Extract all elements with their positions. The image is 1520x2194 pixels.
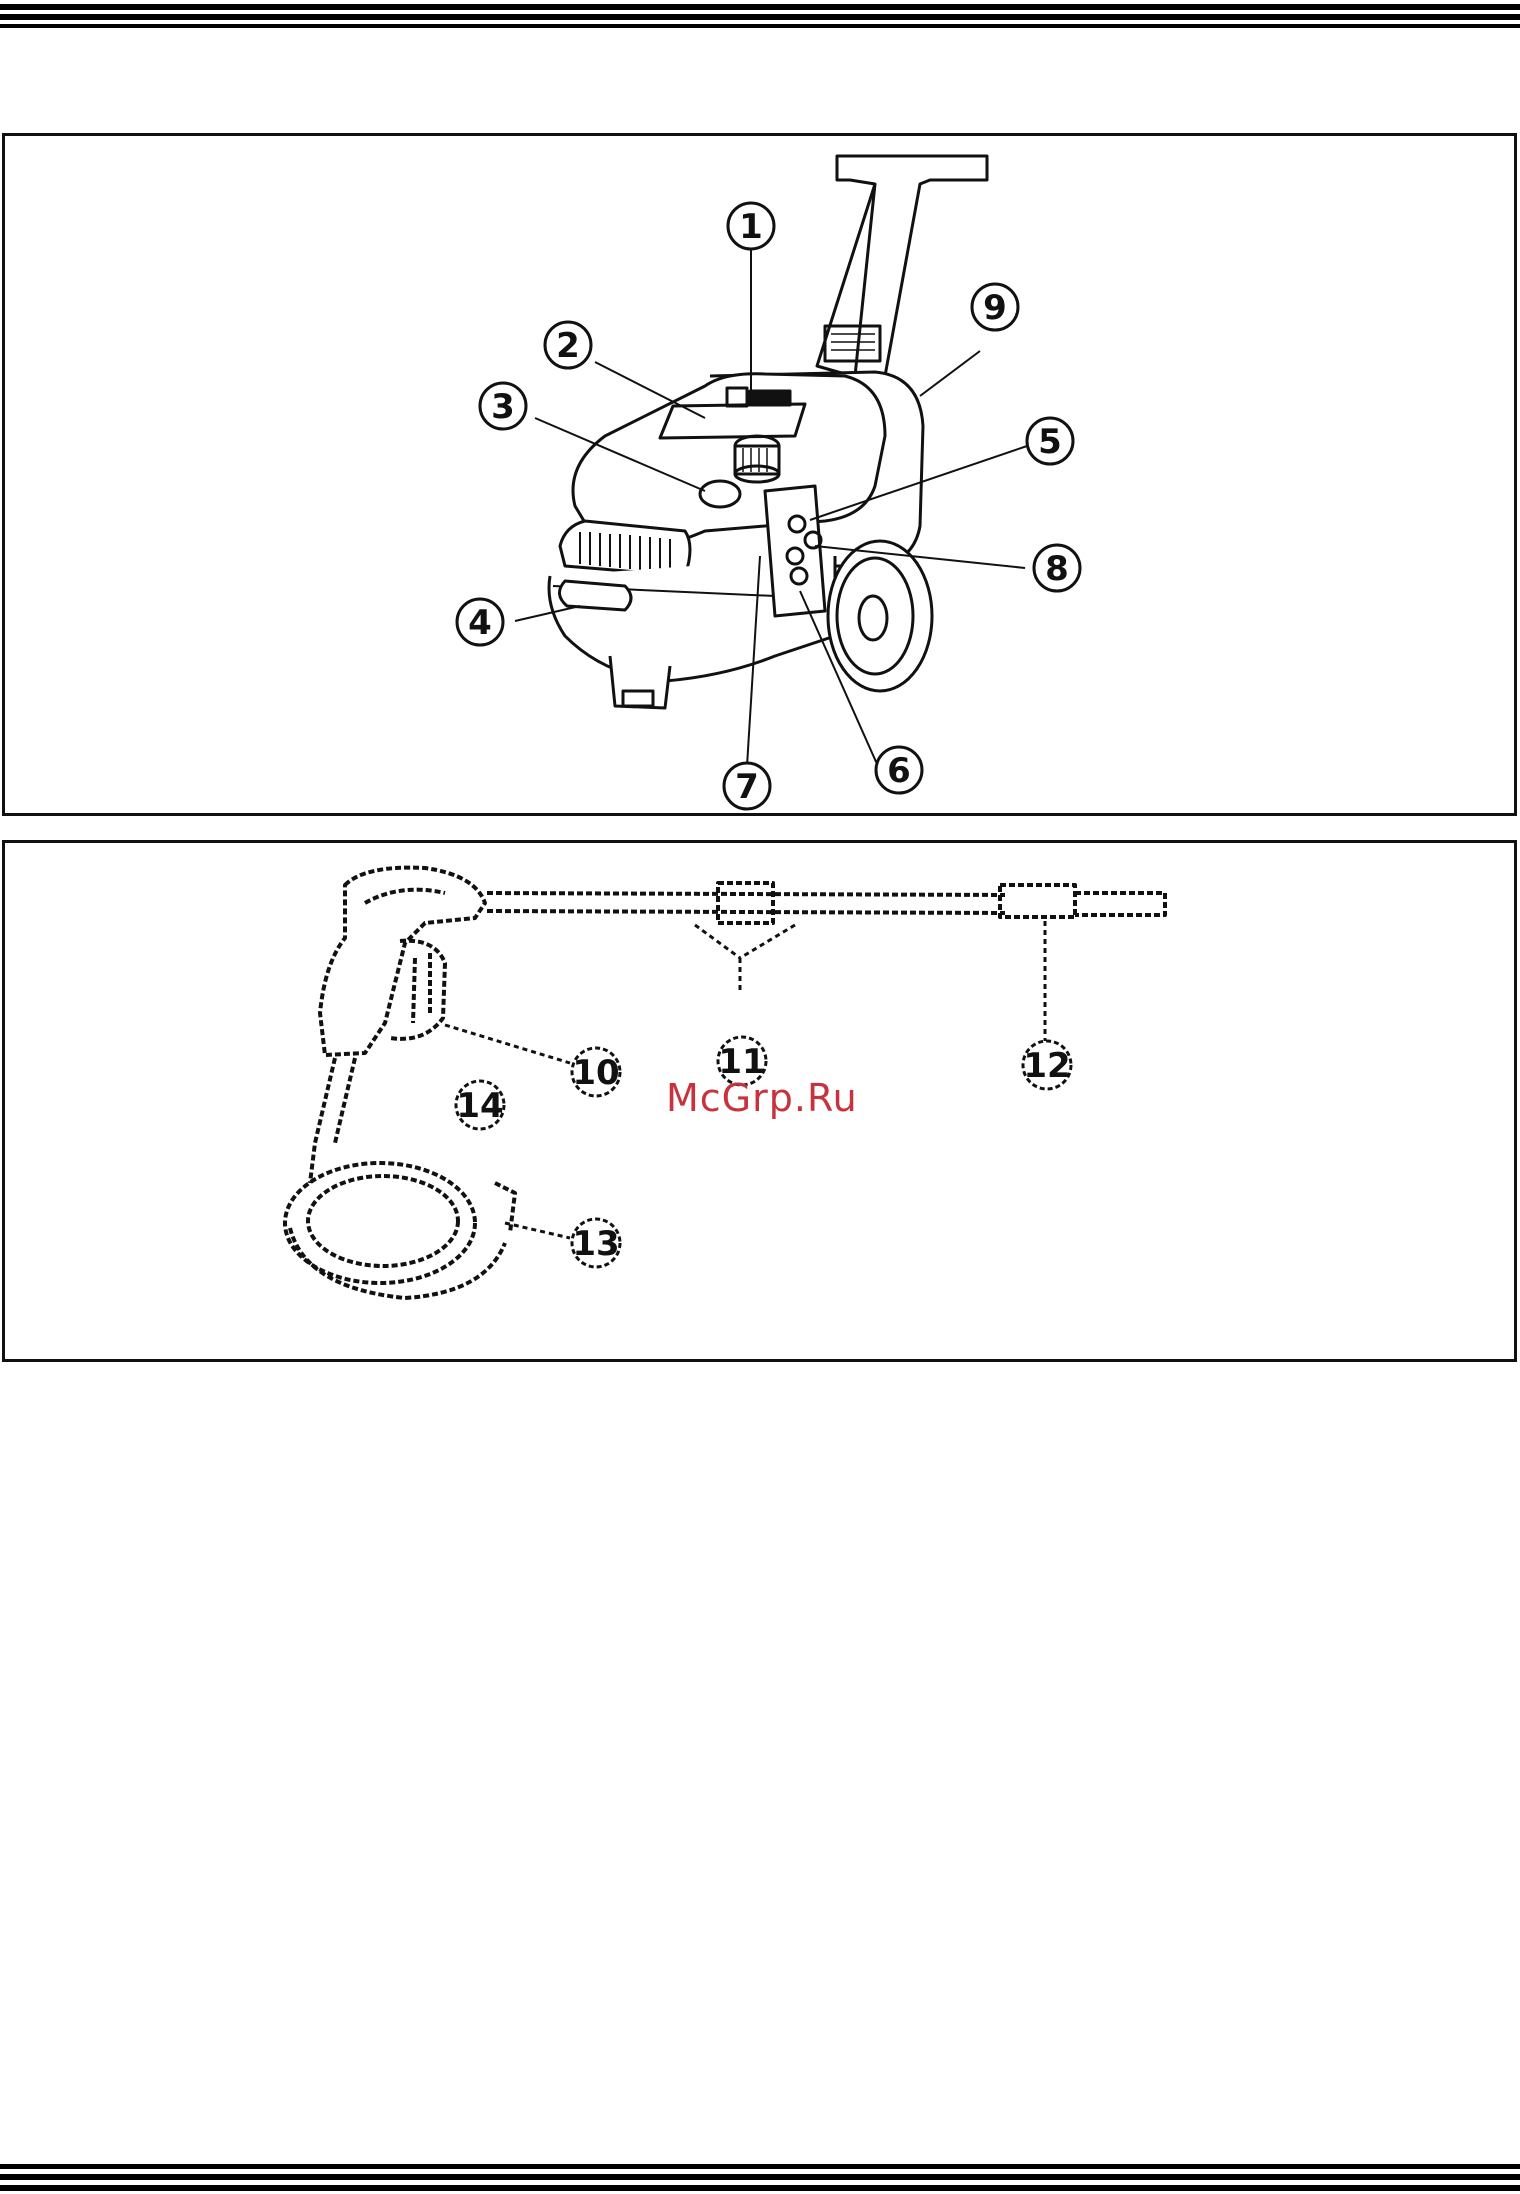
callout-4: 4 xyxy=(457,599,503,645)
callout-6: 6 xyxy=(876,747,922,793)
callout-7: 7 xyxy=(724,763,770,809)
svg-text:8: 8 xyxy=(1045,549,1069,589)
svg-text:14: 14 xyxy=(456,1086,503,1126)
callout-9: 9 xyxy=(972,284,1018,330)
svg-text:1: 1 xyxy=(739,207,763,247)
callout-10: 10 xyxy=(572,1048,620,1096)
callout-12: 12 xyxy=(1023,1041,1071,1089)
callout-13: 13 xyxy=(572,1219,620,1267)
svg-text:3: 3 xyxy=(491,387,515,427)
callout-14: 14 xyxy=(456,1081,504,1129)
callout-2: 2 xyxy=(545,322,591,368)
callout-3: 3 xyxy=(480,383,526,429)
svg-text:4: 4 xyxy=(468,603,492,643)
svg-text:13: 13 xyxy=(572,1224,619,1264)
callout-1: 1 xyxy=(728,203,774,249)
svg-text:10: 10 xyxy=(572,1053,619,1093)
svg-text:7: 7 xyxy=(735,767,759,807)
callout-5: 5 xyxy=(1027,418,1073,464)
svg-text:2: 2 xyxy=(556,326,580,366)
svg-text:12: 12 xyxy=(1023,1046,1070,1086)
figure-1-panel: 1 2 3 4 5 6 7 xyxy=(2,133,1517,816)
callout-8: 8 xyxy=(1034,545,1080,591)
svg-text:9: 9 xyxy=(983,288,1007,328)
watermark-text: McGrp.Ru xyxy=(666,1076,858,1120)
pressure-washer-illustration: 1 2 3 4 5 6 7 xyxy=(5,136,1520,819)
svg-text:6: 6 xyxy=(887,751,911,791)
svg-text:5: 5 xyxy=(1038,422,1062,462)
